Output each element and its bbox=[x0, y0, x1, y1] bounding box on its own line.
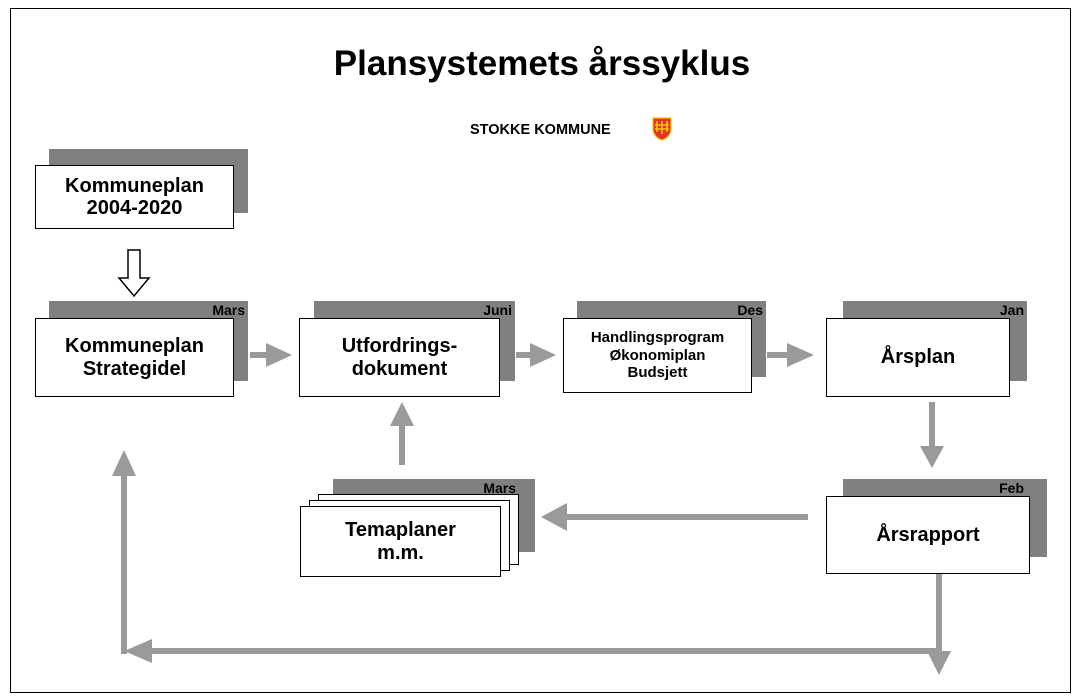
box-line: Budsjett bbox=[627, 364, 688, 382]
arrow-handling-to-arsplan bbox=[767, 343, 814, 367]
box-line: Årsplan bbox=[880, 346, 956, 369]
month-label: Mars bbox=[483, 480, 516, 496]
hollow-down-arrow bbox=[117, 249, 151, 298]
arsrapport-box: Årsrapport bbox=[826, 496, 1030, 574]
box-line: dokument bbox=[351, 357, 448, 380]
box-line: m.m. bbox=[377, 541, 424, 564]
month-label: Des bbox=[737, 302, 763, 318]
month-label: Juni bbox=[483, 302, 512, 318]
box-line: Kommuneplan bbox=[65, 335, 204, 358]
box-line: Årsrapport bbox=[876, 523, 980, 546]
month-label: Feb bbox=[999, 480, 1024, 496]
handlingsprogram-box: Handlingsprogram Økonomiplan Budsjett bbox=[563, 318, 752, 393]
box-line: Strategidel bbox=[82, 357, 187, 380]
stokke-coat-of-arms-icon bbox=[652, 117, 672, 141]
kommuneplan-strategidel-box: Kommuneplan Strategidel bbox=[35, 318, 234, 397]
box-line: Økonomiplan bbox=[609, 346, 706, 364]
box-line: 2004-2020 bbox=[86, 197, 183, 219]
box-line: Temaplaner bbox=[345, 519, 456, 542]
box-line: Kommuneplan bbox=[65, 174, 204, 197]
arsplan-box: Årsplan bbox=[826, 318, 1010, 397]
subtitle: STOKKE KOMMUNE bbox=[470, 122, 611, 138]
utfordringsdokument-box: Utfordrings- dokument bbox=[299, 318, 500, 397]
box-line: Handlingsprogram bbox=[590, 328, 725, 346]
diagram-title: Plansystemets årssyklus bbox=[333, 44, 751, 83]
box-line: Utfordrings- bbox=[341, 335, 458, 358]
temaplaner-box: Temaplaner m.m. bbox=[300, 506, 501, 577]
month-label: Jan bbox=[999, 302, 1024, 318]
arrow-arsplan-to-arsrapport bbox=[920, 402, 944, 468]
arrow-strategidel-to-utfordring bbox=[250, 343, 292, 367]
month-label: Mars bbox=[212, 302, 245, 318]
arrow-utfordring-to-handling bbox=[516, 343, 556, 367]
kommuneplan-2004-2020-box: Kommuneplan 2004-2020 bbox=[35, 165, 234, 229]
arrow-arsrapport-loop-to-strategidel bbox=[112, 450, 951, 675]
arrow-arsrapport-to-temaplaner bbox=[541, 503, 808, 531]
arrow-temaplaner-to-utfordring bbox=[390, 402, 414, 465]
